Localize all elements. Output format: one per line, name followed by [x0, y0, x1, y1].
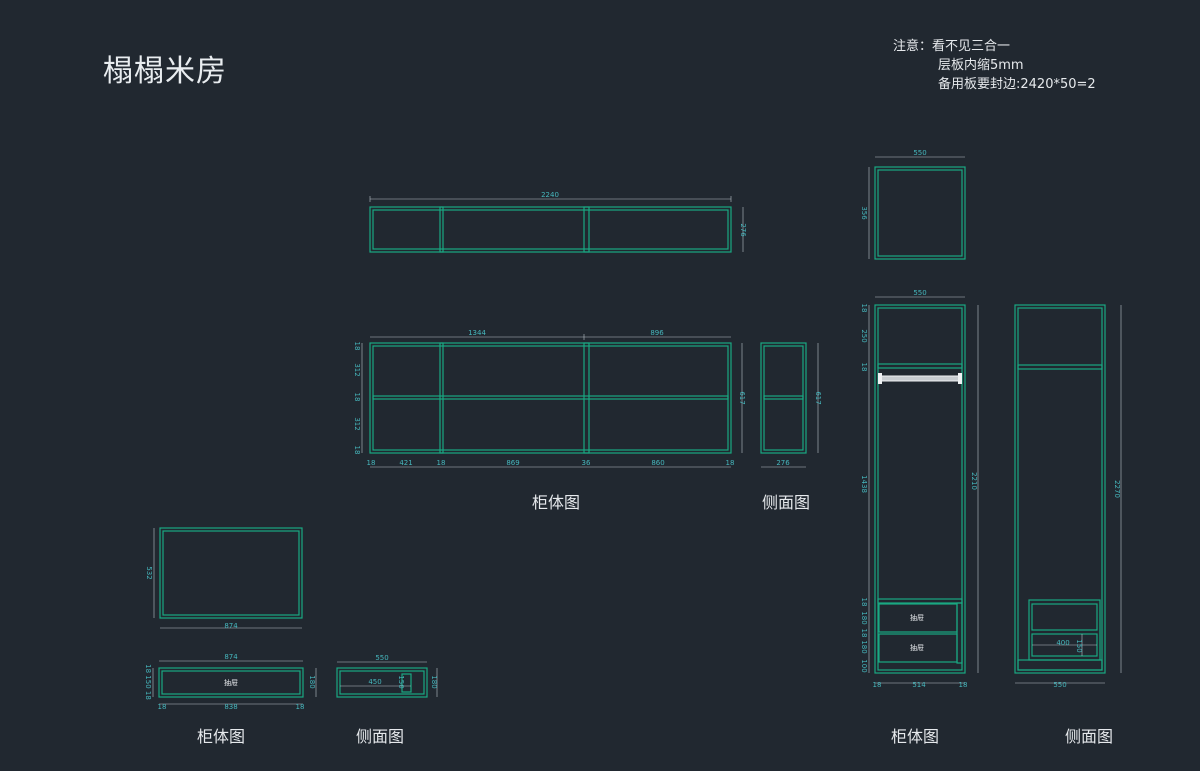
notes-block: 注意：看不见三合一 层板内缩5mm 备用板要封边:2420*50=2 [893, 37, 1096, 94]
dim-small-drawer-bottom-item: 18 [158, 703, 167, 711]
dim-main-left-row: 18 [353, 393, 361, 402]
dim-wardrobe-left-item: 180 [860, 640, 868, 653]
dim-wardrobe-left-item: 250 [860, 329, 868, 342]
dim-small-side-inner: 450 [368, 678, 381, 686]
main-side-view [760, 342, 807, 454]
dim-main-left-row: 312 [353, 417, 361, 430]
dim-small-side-height: 180 [430, 675, 438, 688]
small-drawer-cabinet [158, 667, 304, 698]
dim-main-width-right: 896 [650, 329, 664, 337]
label-cabinet-view-3: 柜体图 [891, 727, 940, 746]
dim-wardrobe-bottom-item: 514 [912, 681, 926, 689]
dim-wardrobe-left-item: 18 [860, 363, 868, 372]
dim-top-width: 2240 [541, 191, 559, 199]
note-2: 层板内缩5mm [938, 58, 1024, 73]
dim-main-left-row: 18 [353, 446, 361, 455]
small-top-cabinet [159, 527, 303, 619]
dim-main-left-row: 312 [353, 363, 361, 376]
drawer-label-bottom: 抽屉 [910, 643, 924, 652]
dim-wardrobe-side-width: 550 [1053, 681, 1066, 689]
dim-wardrobe-left-item: 1438 [860, 475, 868, 493]
dim-main-bottom-item: 18 [726, 459, 735, 467]
dim-main-side-depth: 276 [776, 459, 790, 467]
label-cabinet-view-2: 柜体图 [197, 727, 246, 746]
dim-wardrobe-left-item: 180 [860, 611, 868, 624]
dim-small-top-width: 874 [224, 622, 238, 630]
dim-wardrobe-left-item: 100 [860, 659, 868, 672]
dim-wardrobe-side-inner-h: 150 [1075, 639, 1083, 652]
dim-wardrobe-left-item: 18 [860, 598, 868, 607]
dim-small-drawer-bottom-item: 18 [296, 703, 305, 711]
dim-main-bottom: 18 421 18 869 36 860 18 [367, 459, 735, 467]
dim-small-drawer-left: 18 150 18 [144, 664, 152, 700]
dim-main-bottom-item: 860 [651, 459, 664, 467]
dim-small-side-inner-h: 150 [397, 675, 405, 688]
dim-wardrobe-bottom-item: 18 [959, 681, 968, 689]
dim-wardrobe-width: 550 [913, 289, 926, 297]
hanging-rod [878, 373, 962, 384]
note-3: 备用板要封边:2420*50=2 [938, 77, 1096, 92]
dim-top-box-height: 356 [860, 206, 868, 220]
dim-wardrobe-side-inner: 400 [1056, 639, 1069, 647]
dim-small-top-height: 532 [145, 566, 153, 579]
dim-small-side-width: 550 [375, 654, 388, 662]
dim-main-bottom-item: 421 [399, 459, 412, 467]
dim-wardrobe-left-item: 18 [860, 304, 868, 313]
dim-wardrobe-height: 2210 [970, 472, 978, 490]
dim-main-width-left: 1344 [468, 329, 486, 337]
wardrobe-side [1014, 304, 1106, 674]
drawer-label-small: 抽屉 [224, 678, 238, 687]
dim-top-box-width: 550 [913, 149, 926, 157]
main-cabinet [369, 342, 732, 454]
label-cabinet-view-1: 柜体图 [532, 493, 581, 512]
dim-wardrobe-side-height: 2270 [1113, 480, 1121, 498]
label-side-view-3: 侧面图 [1065, 727, 1114, 746]
wardrobe-front [874, 304, 966, 674]
dim-wardrobe-left-item: 18 [860, 629, 868, 638]
dim-main-side-height: 617 [814, 391, 822, 404]
dim-main-bottom-item: 36 [582, 459, 591, 467]
drawing-title: 榻榻米房 [103, 54, 227, 89]
dim-small-drawer-height: 180 [308, 675, 316, 688]
label-side-view-2: 侧面图 [356, 727, 405, 746]
label-side-view-1: 侧面图 [762, 493, 811, 512]
dim-top-height: 276 [739, 223, 747, 237]
dim-main-bottom-item: 18 [437, 459, 446, 467]
dim-main-bottom-item: 869 [506, 459, 519, 467]
dim-main-left-row: 18 [353, 342, 361, 351]
dim-main-height: 617 [738, 391, 746, 404]
small-side-view [336, 667, 428, 698]
dim-small-drawer-bottom-item: 838 [224, 703, 237, 711]
dim-wardrobe-bottom-item: 18 [873, 681, 882, 689]
dim-wardrobe-left: 18 250 18 1438 18 180 18 180 100 [860, 304, 868, 673]
top-long-cabinet [369, 206, 732, 253]
dim-main-left-rows: 18 312 18 312 18 [353, 342, 361, 455]
dim-small-drawer-width-top: 874 [224, 653, 238, 661]
note-1: 注意：看不见三合一 [893, 39, 1011, 54]
drawer-label-top: 抽屉 [910, 613, 924, 622]
dim-main-bottom-item: 18 [367, 459, 376, 467]
top-box-cabinet [874, 166, 966, 260]
